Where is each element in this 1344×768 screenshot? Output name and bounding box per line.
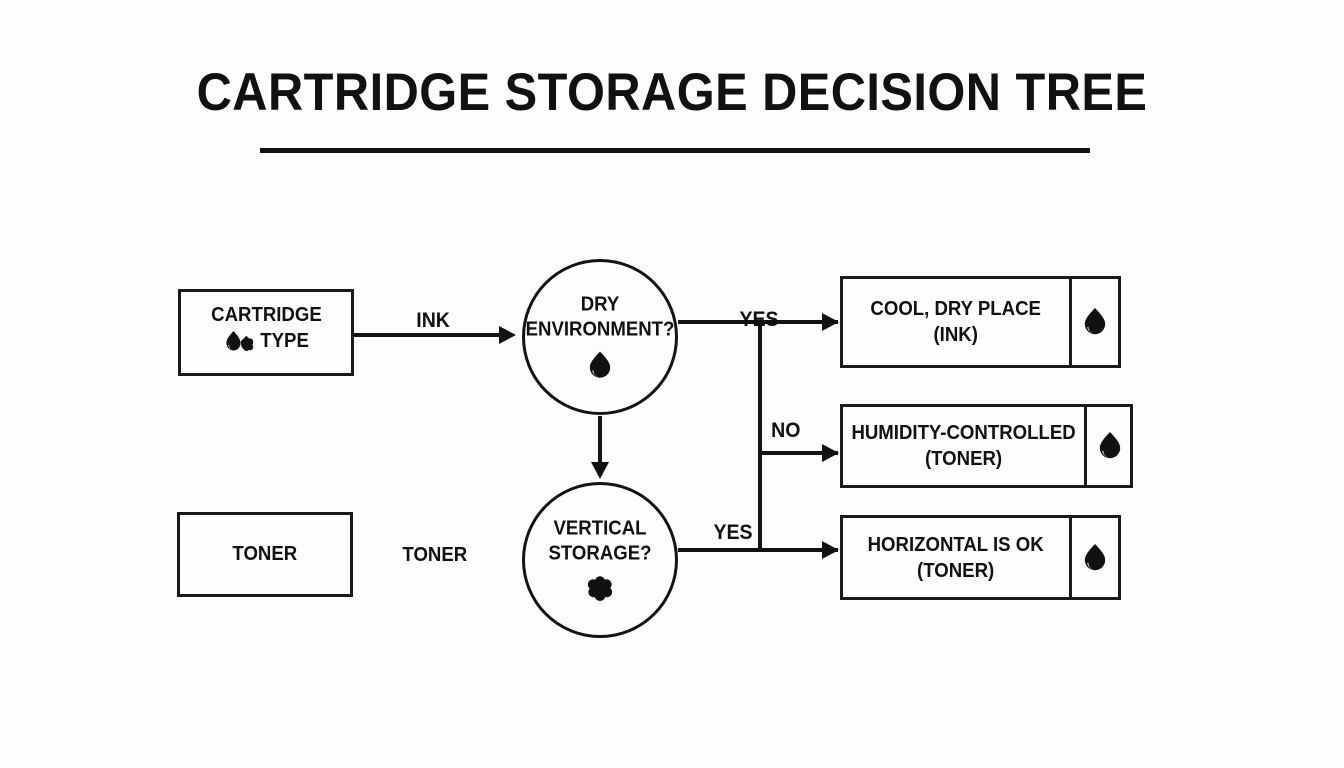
result-cool-dry-place-label: COOL, DRY PLACE (INK) (871, 296, 1042, 348)
decision-vertical-storage-content: VERTICAL STORAGE? (495, 517, 705, 604)
result-humidity-controlled[interactable]: HUMIDITY-CONTROLLED (TONER) (840, 404, 1133, 488)
edge-label-toner: TONER (402, 544, 468, 566)
node-cartridge-type-label: CARTRIDGE TYPE (211, 303, 322, 362)
decision-dry-environment-content: DRY ENVIRONMENT? (495, 293, 705, 382)
result-humidity-controlled-line1: HUMIDITY-CONTROLLED (851, 422, 1076, 444)
ink-drop-and-toner-blob-icon (224, 329, 256, 355)
result-cool-dry-place[interactable]: COOL, DRY PLACE (INK) (840, 276, 1121, 368)
ink-drop-icon (495, 350, 705, 382)
title-underline-rule (260, 148, 1090, 153)
result-humidity-controlled-label: HUMIDITY-CONTROLLED (TONER) (851, 420, 1075, 472)
node-cartridge-type[interactable]: CARTRIDGE TYPE (178, 289, 354, 376)
ink-drop-icon (1069, 518, 1118, 597)
decision-vertical-storage-line2: STORAGE? (548, 542, 652, 565)
edge-arrow-yes-bottom (822, 541, 839, 559)
ink-drop-icon (1084, 407, 1133, 485)
edge-label-ink: INK (416, 309, 450, 332)
edge-arrow-no (822, 444, 839, 462)
result-humidity-controlled-line2: (TONER) (924, 448, 1003, 470)
edge-line-yes-bottom (678, 548, 838, 552)
node-toner[interactable]: TONER (177, 512, 353, 597)
result-cool-dry-place-line1: COOL, DRY PLACE (870, 298, 1042, 320)
toner-powder-icon (495, 574, 705, 604)
page-title: CARTRIDGE STORAGE DECISION TREE (196, 63, 1148, 122)
result-horizontal-is-ok-text-cell: HORIZONTAL IS OK (TONER) (843, 518, 1069, 597)
edge-line-ink (354, 333, 499, 337)
edge-line-junction-trunk (758, 320, 762, 552)
node-toner-label: TONER (232, 542, 298, 565)
decision-dry-environment-line2: ENVIRONMENT? (525, 318, 675, 341)
ink-drop-icon (1069, 279, 1118, 365)
result-horizontal-is-ok-label: HORIZONTAL IS OK (TONER) (868, 532, 1044, 584)
result-cool-dry-place-line2: (INK) (933, 324, 979, 346)
decision-vertical-storage[interactable]: VERTICAL STORAGE? (522, 482, 678, 638)
decision-vertical-storage-line1: VERTICAL (553, 517, 647, 540)
decision-dry-environment[interactable]: DRY ENVIRONMENT? (522, 259, 678, 415)
edge-label-yes-bottom: YES (713, 521, 753, 544)
result-humidity-controlled-text-cell: HUMIDITY-CONTROLLED (TONER) (843, 407, 1084, 485)
result-horizontal-is-ok-line2: (TONER) (917, 559, 995, 582)
edge-arrow-ink (499, 326, 516, 344)
node-cartridge-type-line1: CARTRIDGE (210, 303, 322, 326)
node-cartridge-type-line2: TYPE (259, 329, 309, 352)
edge-arrow-dry-to-vertical (591, 462, 609, 479)
decision-dry-environment-line1: DRY (580, 293, 620, 316)
edge-line-no (758, 451, 838, 455)
result-horizontal-is-ok-line1: HORIZONTAL IS OK (867, 533, 1045, 556)
edge-label-yes-top: YES (739, 308, 778, 332)
edge-line-dry-to-vertical (598, 416, 602, 466)
edge-arrow-yes-top (822, 313, 839, 331)
result-horizontal-is-ok[interactable]: HORIZONTAL IS OK (TONER) (840, 515, 1121, 600)
edge-label-no: NO (771, 419, 801, 442)
result-cool-dry-place-text-cell: COOL, DRY PLACE (INK) (843, 279, 1069, 365)
